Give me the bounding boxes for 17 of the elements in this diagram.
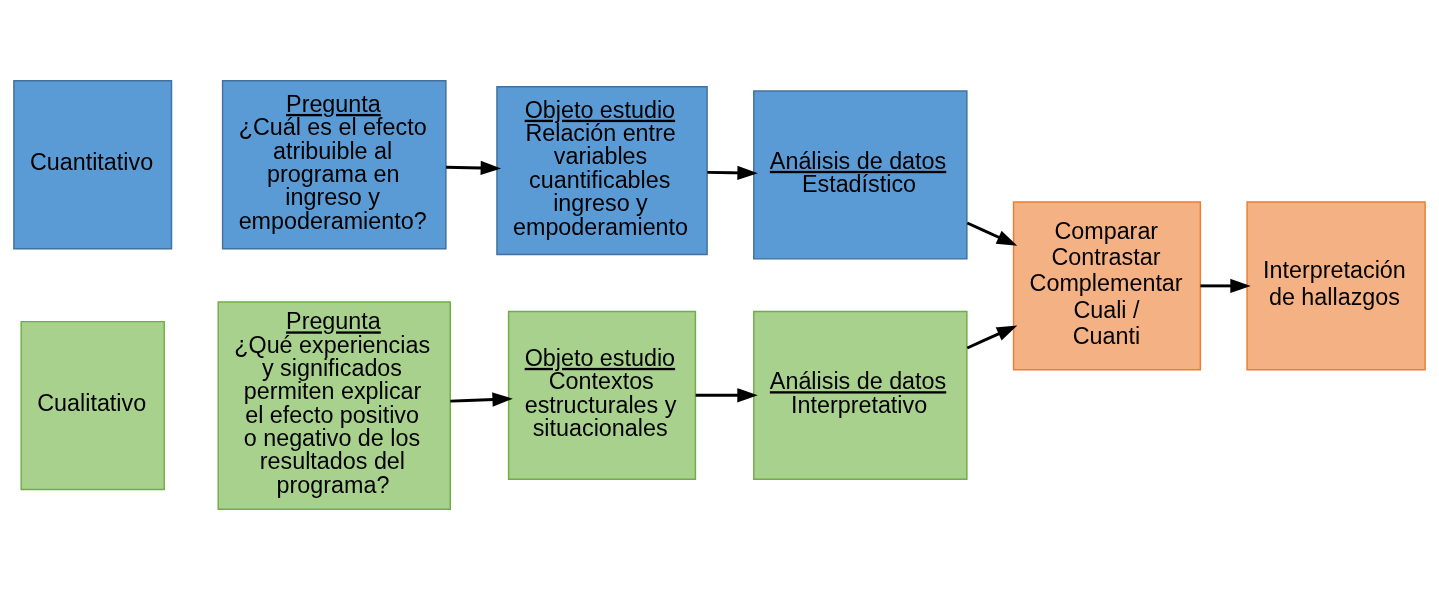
arrow — [1200, 278, 1251, 294]
arrow — [446, 160, 502, 176]
node-box: Interpretación de hallazgos — [1246, 201, 1426, 371]
node-box: Comparar Contrastar Complementar Cuali / Cuanti — [1012, 201, 1202, 371]
node-box: Análisis de datos Estadístico — [753, 90, 968, 260]
node-box: Cuantitativo — [13, 80, 173, 250]
node-box: Pregunta ¿Cuál es el efecto atribuible al programa en ingreso y empoderamiento? — [221, 80, 447, 250]
node-box: Pregunta ¿Qué experiencias y significados permiten explicar el efecto positivo o negativo de los resultados del programa? — [217, 301, 451, 510]
arrow — [695, 388, 758, 403]
arrow — [450, 392, 513, 407]
node-box: Análisis de datos Interpretativo — [753, 310, 968, 480]
arrow — [966, 325, 1018, 350]
node-box: Objeto estudio Contextos estructurales y situacionales — [507, 310, 697, 480]
arrow — [966, 221, 1018, 246]
arrow — [707, 165, 758, 181]
node-box: Objeto estudio Relación entre variables cuantificables ingreso y empoderamiento — [496, 85, 708, 256]
node-box: Cualitativo — [20, 320, 165, 491]
